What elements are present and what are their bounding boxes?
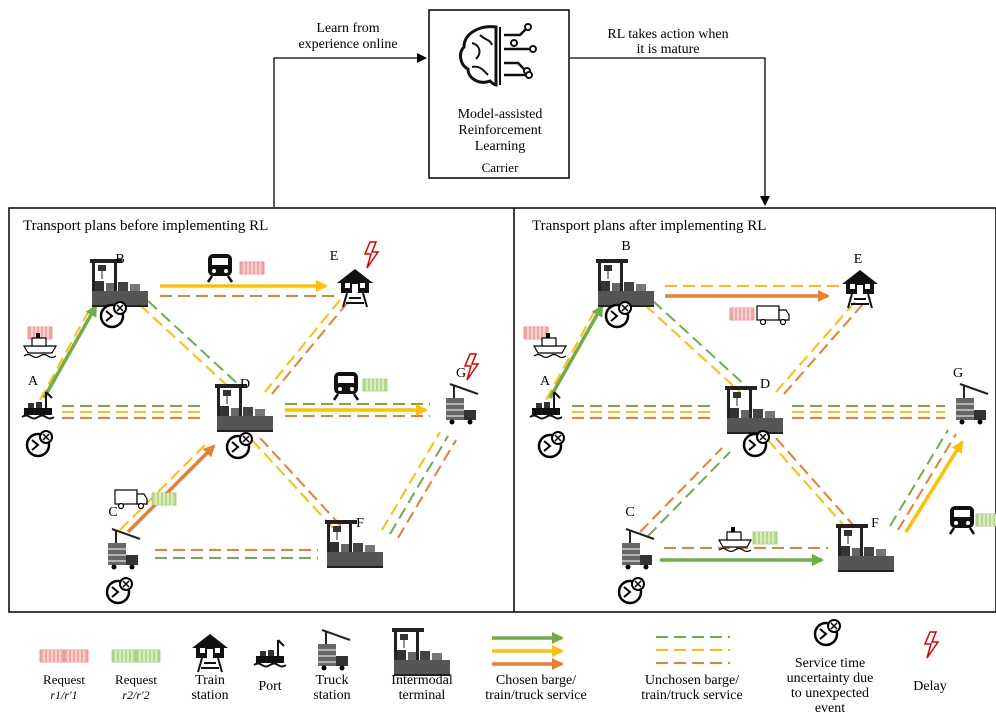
legend-request2-sub: r2/r'2 [122,688,149,702]
legend-clock-icon [813,618,842,647]
after-node-d-terminal-icon [724,385,784,435]
legend-unchosen-label-2: train/truck service [641,688,742,703]
after-request-green-icon-2 [975,513,996,527]
before-truck-icon [114,489,148,510]
after-node-a-port-icon [529,391,563,420]
after-node-c-label: C [625,505,634,520]
after-node-f-terminal-icon [835,523,895,573]
carrier-title-line-3: Learning [475,139,526,154]
after-request-red-icon [729,307,755,321]
before-train-icon-2 [332,370,360,402]
legend-port-icon [253,639,287,668]
before-train-icon [206,252,234,284]
after-node-b-terminal-icon [595,258,655,308]
legend-truck-station-label-1: Truck [316,673,349,688]
before-arrow-c-d [126,444,216,534]
carrier-title-line-2: Reinforcement [458,123,541,138]
after-panel: B E A D G C F [523,239,996,605]
legend: Request r1/r'1 Request r2/r'2 Train stat… [39,618,947,716]
legend-delay-label: Delay [913,679,946,694]
before-node-g-label: G [456,366,466,381]
legend-request-red-icon [39,649,89,663]
action-note-line-2: it is mature [637,42,700,57]
after-panel-title: Transport plans after implementing RL [532,218,766,234]
action-arrow [570,57,770,206]
legend-port-label: Port [258,679,281,694]
learn-arrow [273,53,427,207]
carrier-title-line-1: Model-assisted [458,107,543,122]
before-node-d-label: D [240,377,250,392]
legend-request1-sub: r1/r'1 [50,688,77,702]
legend-chosen-label-2: train/truck service [485,688,586,703]
action-note-line-1: RL takes action when [607,27,728,42]
legend-train-station-label-2: station [191,688,228,703]
legend-service-label-4: event [815,701,845,716]
legend-request1-label: Request [43,672,85,687]
after-node-d-clock-icon [742,429,771,458]
after-node-f-label: F [871,516,879,531]
legend-request2-label: Request [115,672,157,687]
before-node-c-clock-icon [105,576,134,605]
legend-chosen-label-1: Chosen barge/ [496,673,576,688]
after-node-g-label: G [953,366,963,381]
before-arrow-a-b [42,304,98,399]
legend-request-green-icon [111,649,161,663]
after-node-e-label: E [854,252,863,267]
after-truck-icon [756,305,790,326]
after-request-red-icon-2 [523,326,549,340]
before-node-e-delay-icon [364,241,379,269]
before-node-g-delay-icon [464,353,479,381]
after-node-d-label: D [760,377,770,392]
before-node-a-port-icon [21,391,55,420]
before-node-d-clock-icon [225,431,254,460]
after-train-icon [948,504,976,536]
legend-unchosen-lines [656,636,730,664]
before-node-c-label: C [108,505,117,520]
learn-note-line-2: experience online [298,37,397,52]
after-node-e-train-station-icon [841,269,879,309]
before-node-f-label: F [356,516,364,531]
learn-note-line-1: Learn from [316,21,379,36]
before-node-b-label: B [115,252,124,267]
before-request-red-icon [239,261,265,275]
before-node-c-truck-station-icon [107,528,141,571]
before-node-g-truck-station-icon [445,383,479,426]
after-node-a-clock-icon [537,430,566,459]
before-node-e-train-station-icon [336,268,374,308]
legend-truck-station-label-2: station [313,688,350,703]
before-panel-title: Transport plans before implementing RL [23,218,268,234]
legend-delay-icon [924,631,939,659]
before-node-e-label: E [330,249,339,264]
before-request-green-icon-2 [151,492,177,506]
legend-service-label-2: uncertainty due [787,671,874,686]
legend-train-station-icon [191,633,229,673]
before-panel: B E A D G C F [21,241,479,605]
after-request-green-icon [752,531,778,545]
after-arrow-f-g [904,440,964,533]
legend-service-label-3: to unexpected [791,686,869,701]
before-node-a-label: A [28,374,39,389]
legend-truck-station-icon [317,629,351,672]
before-request-green-icon [362,378,388,392]
panels-frame [8,207,996,613]
before-node-f-terminal-icon [324,519,384,569]
after-node-a-label: A [540,374,551,389]
legend-intermodal-terminal-icon [391,627,451,677]
after-node-b-label: B [621,239,630,254]
legend-service-label-1: Service time [795,656,865,671]
after-arrow-a-b [548,304,604,399]
legend-unchosen-label-1: Unchosen barge/ [645,673,739,688]
legend-train-station-label-1: Train [195,673,225,688]
after-node-g-truck-station-icon [955,383,989,426]
after-node-c-clock-icon [617,576,646,605]
before-node-a-clock-icon [25,429,54,458]
legend-intermodal-label-1: Intermodal [391,673,453,688]
carrier-label: Carrier [482,160,519,175]
legend-intermodal-label-2: terminal [399,688,446,703]
